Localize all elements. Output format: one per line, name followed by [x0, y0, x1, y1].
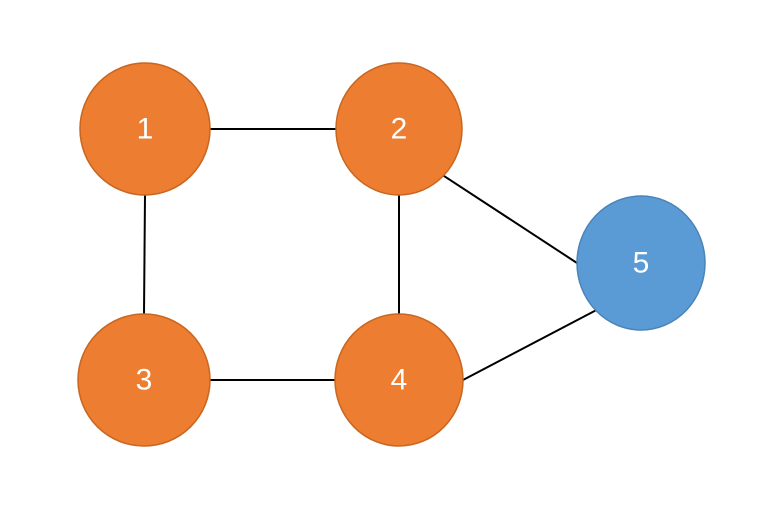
node-circle-1[interactable] — [79, 62, 211, 196]
node-circle-2[interactable] — [335, 62, 463, 196]
edge-2-5[interactable] — [442, 174, 578, 264]
node-circle-3[interactable] — [77, 313, 211, 447]
node-5[interactable]: 5 — [576, 195, 706, 331]
edge-4-5[interactable] — [462, 309, 597, 381]
node-circle-5[interactable] — [576, 195, 706, 331]
node-4[interactable]: 4 — [334, 313, 464, 447]
edges-layer — [143, 128, 597, 381]
node-3[interactable]: 3 — [77, 313, 211, 447]
node-circle-4[interactable] — [334, 313, 464, 447]
edge-1-3[interactable] — [143, 194, 146, 315]
node-1[interactable]: 1 — [79, 62, 211, 196]
node-2[interactable]: 2 — [335, 62, 463, 196]
